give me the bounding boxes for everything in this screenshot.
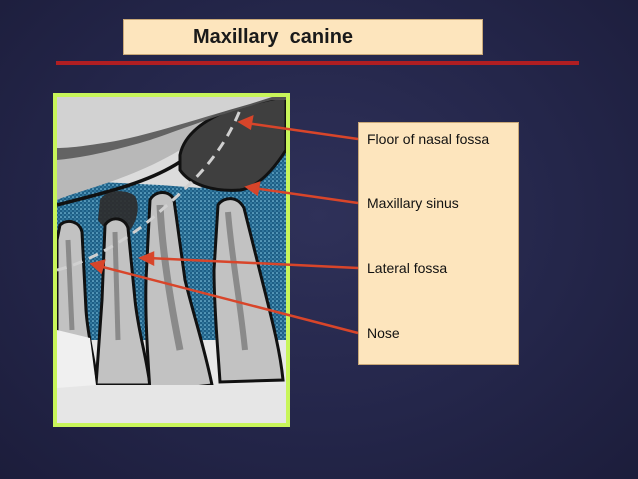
label-floor-of-nasal-fossa: Floor of nasal fossa [367,131,490,147]
label-maxillary-sinus: Maxillary sinus [367,195,459,211]
arrow-lateral-fossa [147,256,359,270]
title-box: Maxillary canine [123,19,483,55]
maxillary-sinus [178,97,286,192]
label-nose: Nose [367,325,400,341]
nose-outline [57,109,242,272]
arrow-maxillary-sinus [252,186,359,205]
label-lateral-fossa: Lateral fossa [367,260,448,276]
arrow-nasal-fossa [245,121,359,141]
label-box: Floor of nasal fossa Maxillary sinus Lat… [358,122,519,365]
tooth-2 [94,217,152,387]
pointer-arrows [89,114,359,335]
title-underline [56,61,579,65]
arrow-nose [98,264,359,335]
slide-title: Maxillary canine [192,25,354,48]
